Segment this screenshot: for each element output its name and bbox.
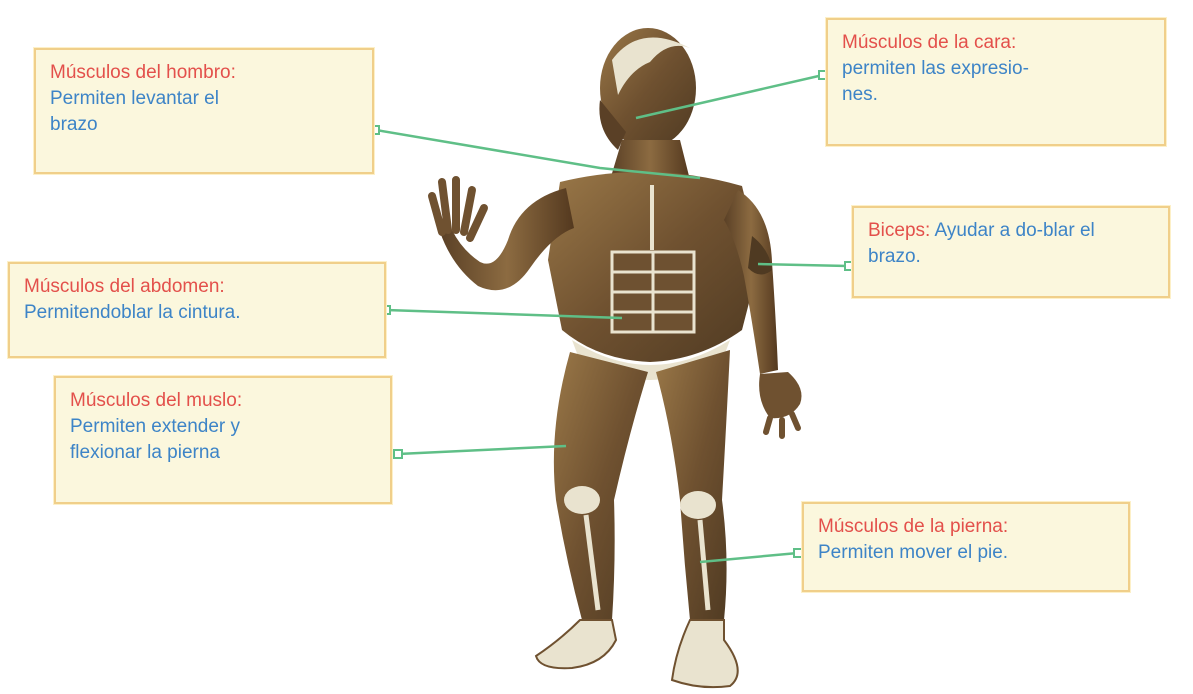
label-leg-muscles: Músculos de la pierna: Permiten mover el…: [802, 502, 1130, 592]
label-title: Músculos del muslo:: [70, 388, 310, 414]
label-title: Músculos del hombro:: [50, 60, 252, 86]
torso: [548, 140, 760, 380]
label-description: permiten las expresio-nes.: [842, 56, 1064, 108]
label-description: Permiten levantar el brazo: [50, 86, 252, 138]
label-biceps: Biceps: Ayudar a do-blar el brazo.: [852, 206, 1170, 298]
label-thigh-muscles: Músculos del muslo: Permiten extender y …: [54, 376, 392, 504]
label-description: Permiten extender y flexionar la pierna: [70, 414, 310, 466]
label-shoulder-muscles: Músculos del hombro: Permiten levantar e…: [34, 48, 374, 174]
label-description: Permitendoblar la cintura.: [24, 300, 372, 326]
label-title: Músculos de la pierna:: [818, 514, 1116, 540]
label-title: Músculos del abdomen:: [24, 274, 372, 300]
label-face-muscles: Músculos de la cara: permiten las expres…: [826, 18, 1166, 146]
legs: [536, 350, 738, 687]
label-abdomen-muscles: Músculos del abdomen: Permitendoblar la …: [8, 262, 386, 358]
label-title: Biceps:: [868, 220, 935, 241]
leader-line-thigh: [398, 446, 566, 454]
label-description: Permiten mover el pie.: [818, 540, 1116, 566]
label-title: Músculos de la cara:: [842, 30, 1064, 56]
